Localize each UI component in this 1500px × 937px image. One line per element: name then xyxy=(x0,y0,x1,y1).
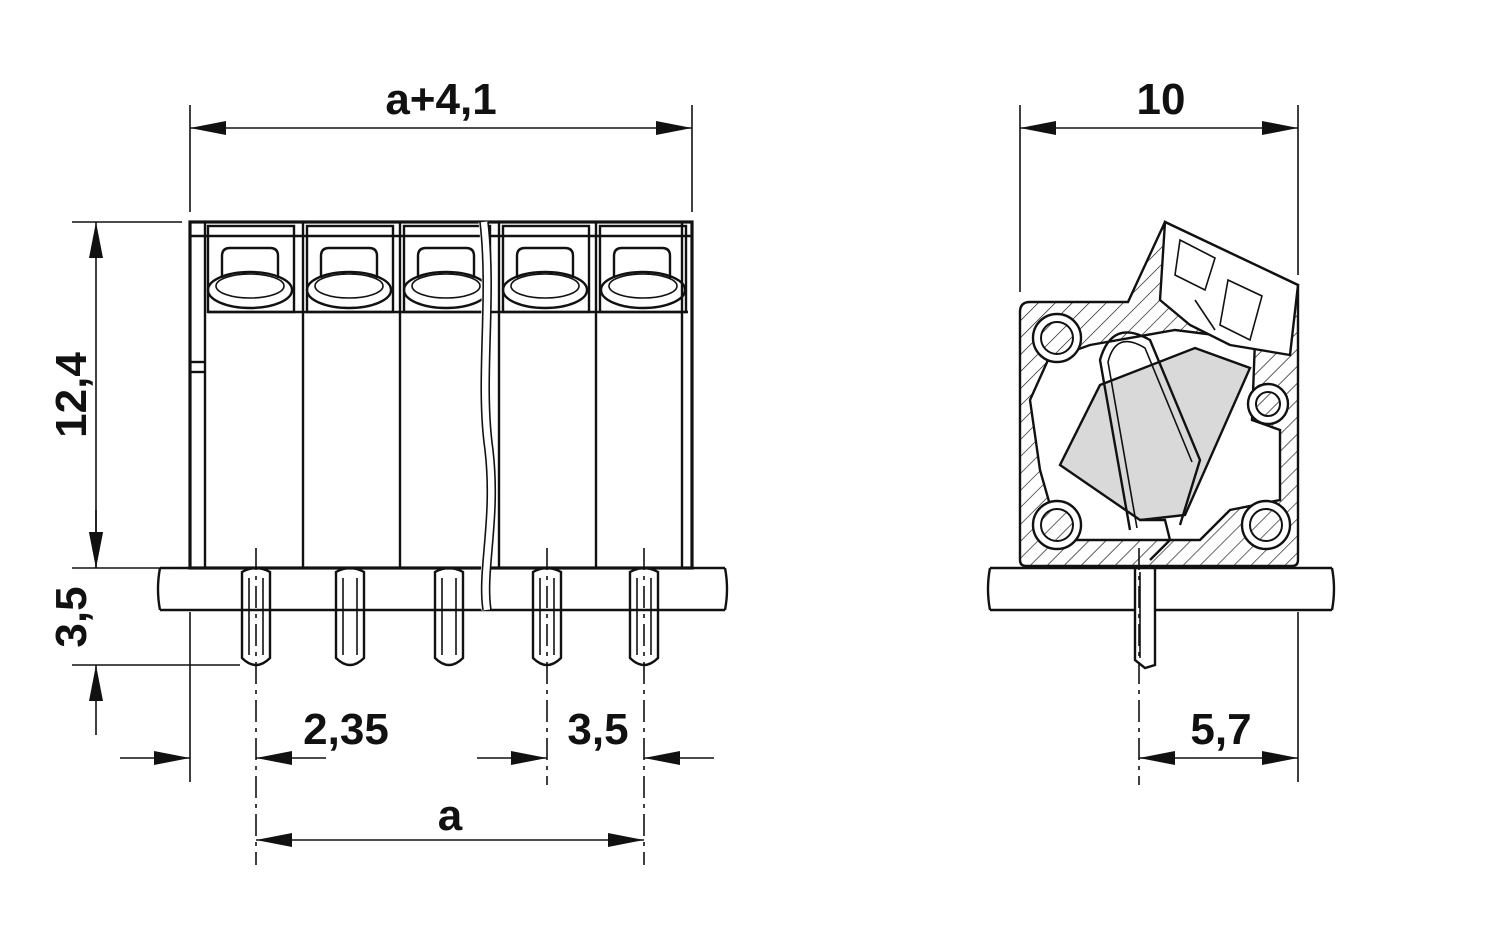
terminal-block-body xyxy=(188,220,694,570)
pitch-span-label: a xyxy=(438,791,463,840)
dimension-pin-offset: 5,7 xyxy=(1139,612,1299,782)
push-button-2 xyxy=(305,224,395,314)
pin-1 xyxy=(240,566,272,667)
push-button-1 xyxy=(206,224,296,314)
side-view: 10 5,7 xyxy=(986,75,1336,785)
pin-5 xyxy=(628,566,660,667)
depth-label: 10 xyxy=(1137,75,1186,124)
side-pin xyxy=(1133,548,1157,785)
overall-width-label: a+4,1 xyxy=(385,75,496,124)
dimension-edge-to-pin: 2,35 xyxy=(120,612,389,782)
dimension-overall-width: a+4,1 xyxy=(189,75,693,212)
dimension-depth: 10 xyxy=(1019,75,1299,292)
pcb-pins xyxy=(240,548,660,865)
pitch-label: 3,5 xyxy=(567,705,628,754)
front-view: a+4,1 12,4 3,5 2,35 3,5 xyxy=(47,75,729,865)
pin-offset-label: 5,7 xyxy=(1190,705,1251,754)
dimension-pitch-span: a xyxy=(256,791,644,847)
pcb-board-side xyxy=(986,566,1336,612)
spring-clamp xyxy=(1058,331,1252,561)
edge-to-pin-label: 2,35 xyxy=(303,705,389,754)
push-button-4 xyxy=(501,224,591,314)
height-label: 12,4 xyxy=(47,352,96,438)
break-line xyxy=(478,221,497,611)
pin-4 xyxy=(531,566,563,667)
dimension-pitch: 3,5 xyxy=(477,705,714,765)
dimension-pin-length: 3,5 xyxy=(47,510,240,735)
pin-length-label: 3,5 xyxy=(47,586,96,647)
push-button-5 xyxy=(598,224,688,314)
dimension-height: 12,4 xyxy=(47,221,182,569)
pin-2 xyxy=(334,566,366,667)
pin-3 xyxy=(433,566,465,667)
push-button-3 xyxy=(402,224,492,314)
